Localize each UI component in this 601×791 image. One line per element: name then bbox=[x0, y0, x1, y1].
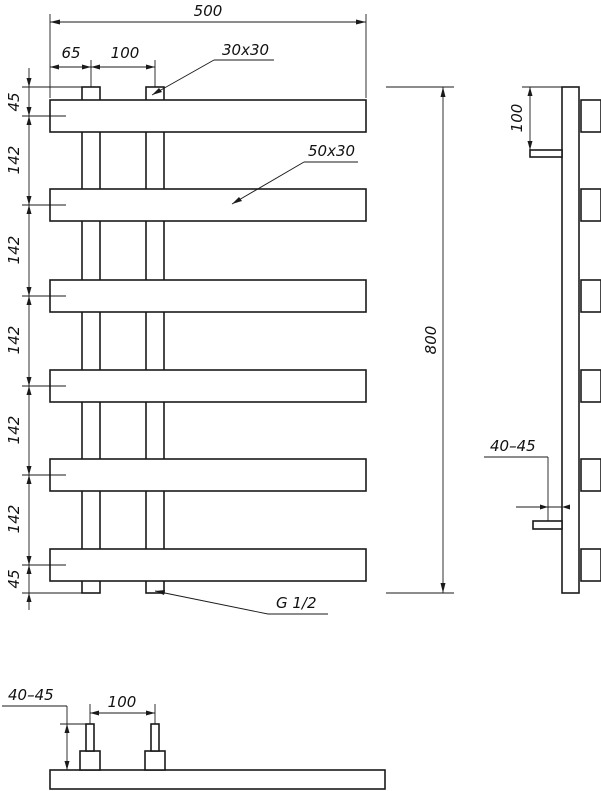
side-view: 100 40–45 bbox=[484, 86, 601, 594]
dimension-pipe-offsets: 65 100 bbox=[50, 44, 156, 87]
side-bar-stub-5 bbox=[580, 458, 601, 492]
label-spacing-5: 142 bbox=[5, 505, 23, 534]
side-bar-stub-2 bbox=[580, 188, 601, 222]
horizontal-bar-3 bbox=[49, 279, 367, 313]
label-spacing-2: 142 bbox=[5, 236, 23, 265]
bottom-right-pipe-stem bbox=[150, 723, 160, 752]
dimension-side-top: 100 bbox=[508, 86, 562, 150]
label-bottom-wall-gap: 40–45 bbox=[8, 686, 54, 704]
side-bar-stub-6 bbox=[580, 548, 601, 582]
horizontal-bar-4 bbox=[49, 369, 367, 403]
left-vertical-pipe bbox=[81, 86, 101, 594]
label-top-margin: 45 bbox=[5, 92, 23, 111]
label-bottom-margin: 45 bbox=[5, 569, 23, 588]
bottom-right-pipe-block bbox=[144, 750, 166, 771]
label-spacing-3: 142 bbox=[5, 326, 23, 355]
label-offset-left: 65 bbox=[61, 44, 80, 62]
label-pipe-spacing: 100 bbox=[111, 44, 140, 62]
bottom-left-pipe-block bbox=[79, 750, 101, 771]
leader-connection-thread: G 1/2 bbox=[154, 590, 328, 615]
horizontal-bar-1 bbox=[49, 99, 367, 133]
label-side-wall-gap: 40–45 bbox=[490, 437, 536, 455]
label-side-top-distance: 100 bbox=[508, 104, 526, 133]
label-pipe-section: 30x30 bbox=[222, 41, 269, 59]
label-bottom-pipe-spacing: 100 bbox=[108, 693, 137, 711]
dimension-vertical-chain: 45 142 142 142 142 142 45 bbox=[5, 68, 82, 610]
bottom-left-pipe-stem bbox=[85, 723, 95, 752]
label-total-height: 800 bbox=[422, 326, 440, 355]
side-bar-stub-1 bbox=[580, 99, 601, 133]
label-spacing-4: 142 bbox=[5, 416, 23, 445]
horizontal-bar-6 bbox=[49, 548, 367, 582]
side-bar-stub-3 bbox=[580, 279, 601, 313]
label-total-width: 500 bbox=[194, 2, 223, 20]
label-spacing-1: 142 bbox=[5, 146, 23, 175]
label-connection-thread: G 1/2 bbox=[276, 594, 317, 612]
horizontal-bar-5 bbox=[49, 458, 367, 492]
side-vertical-pipe bbox=[561, 86, 580, 594]
dimension-total-height: 800 bbox=[386, 86, 454, 594]
bottom-bar bbox=[49, 769, 386, 790]
dimension-bottom-wall-gap: 40–45 bbox=[2, 686, 86, 770]
bottom-view: 100 40–45 bbox=[2, 686, 386, 790]
label-bar-section: 50x30 bbox=[308, 142, 355, 160]
side-bar-stub-4 bbox=[580, 369, 601, 403]
horizontal-bar-2 bbox=[49, 188, 367, 222]
side-bottom-bracket bbox=[532, 520, 563, 530]
dimension-bottom-pipe-spacing: 100 bbox=[89, 693, 156, 724]
front-view: 500 65 100 30x30 50x30 bbox=[5, 2, 454, 615]
dimension-total-width: 500 bbox=[49, 2, 367, 98]
dimension-side-wall-gap: 40–45 bbox=[484, 437, 570, 521]
right-vertical-pipe bbox=[145, 86, 165, 594]
leader-pipe-section: 30x30 bbox=[151, 41, 274, 96]
leader-bar-section: 50x30 bbox=[231, 142, 358, 205]
side-top-bracket bbox=[529, 149, 563, 158]
